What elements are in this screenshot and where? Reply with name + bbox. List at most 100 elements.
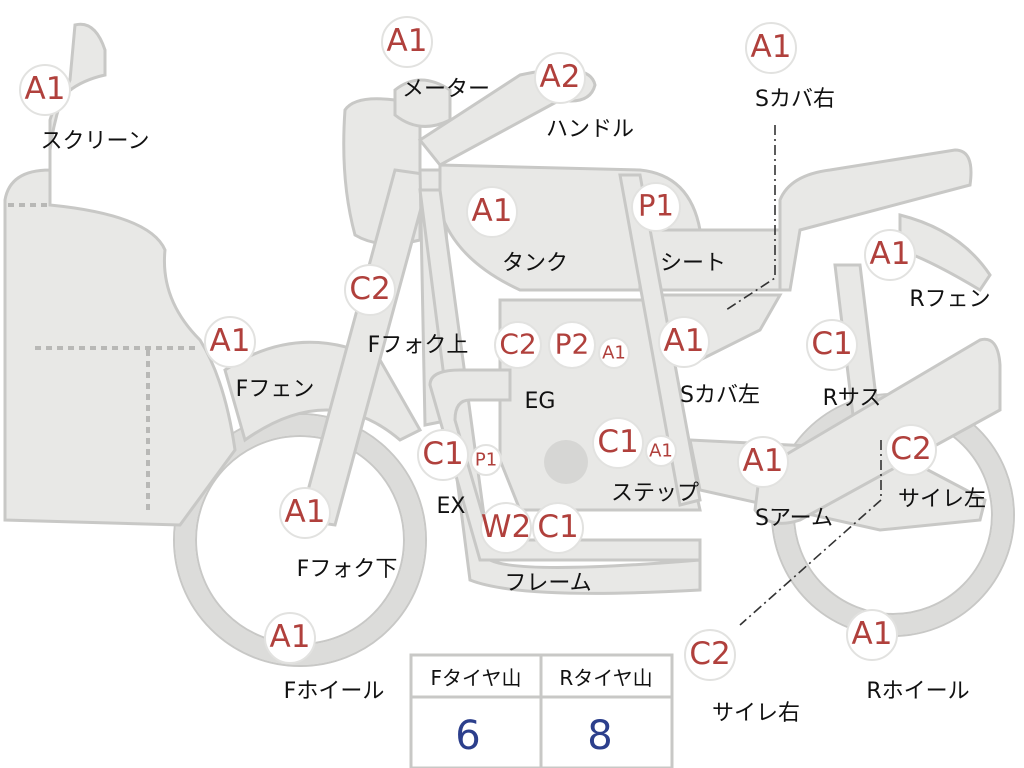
grade-text: C1 [597,424,638,460]
grade-text: C2 [349,271,390,307]
grade-text: A1 [270,619,311,655]
grade-badge-s-cover-left: A1 [658,316,710,368]
badge-circle [534,52,586,104]
leader-lines [725,125,882,626]
grade-badge-seat: P1 [631,182,681,232]
grade-badge-engine-p: P2 [548,321,596,369]
badge-circle [381,16,433,68]
grade-badge-frame: C1 [532,502,584,554]
grade-badge-r-suspension: C1 [806,319,858,371]
rear-tire-header: Rタイヤ山 [559,666,652,690]
badge-circle [264,612,316,664]
grade-text: C2 [890,431,931,467]
badge-circle [737,436,789,488]
grade-text: A1 [852,616,893,652]
part-label-tank: タンク [502,251,568,276]
grade-badge-exhaust: C1 [417,429,469,481]
part-label-f-fork-lower: Fフォク下 [297,557,398,582]
grade-badge-r-wheel: A1 [846,609,898,661]
front-fork-shape [298,168,432,527]
grade-text: A1 [25,71,66,107]
rear-fender-shape [898,213,992,293]
grade-badge-f-fork-upper: C2 [344,264,396,316]
part-label-step: ステップ [611,481,699,506]
badge-circle [417,429,469,481]
part-label-r-wheel: Rホイール [866,679,969,704]
part-label-r-suspension: Rサス [823,386,882,411]
badge-circle [480,502,532,554]
badge-circle [548,321,596,369]
grade-badge-s-cover-right: A1 [745,22,797,74]
part-label-exhaust: EX [437,494,466,519]
grade-text: A1 [664,323,705,359]
badge-circle [19,64,71,116]
badge-circle [806,319,858,371]
grade-text: C2 [689,636,730,672]
grade-text: C1 [811,326,852,362]
badge-circle [598,337,630,369]
grade-text: A1 [472,193,513,229]
grade-text: A1 [602,342,626,363]
badge-circle [279,487,331,539]
rear-cowl-shape [778,148,973,292]
screen-shape [3,22,237,527]
silencer-shape [753,337,1002,525]
part-label-silencer-right: サイレ右 [712,701,800,726]
badge-circle [466,186,518,238]
part-label-silencer-left: サイレ左 [898,487,986,512]
badge-circle [684,629,736,681]
part-label-s-arm: Sアーム [755,506,833,531]
part-label-s-cover-right: Sカバ右 [755,87,835,112]
grade-badge-tank: A1 [466,186,518,238]
part-label-seat: シート [660,251,726,276]
grade-text: A1 [649,440,673,461]
badge-circle [532,502,584,554]
grade-badge-exhaust-p: P1 [470,444,502,476]
grade-badge-meter: A1 [381,16,433,68]
grade-text: W2 [481,509,531,545]
badge-circle [631,182,681,232]
grade-text: A2 [540,59,581,95]
grade-badge-f-fender: A1 [204,316,256,368]
grade-badge-engine-c: C2 [494,321,542,369]
badge-circle [864,229,916,281]
part-label-frame: フレーム [504,571,591,596]
badge-circle [645,435,677,467]
part-label-s-cover-left: Sカバ左 [680,383,760,408]
part-label-f-fork-upper: Fフォク上 [368,333,469,358]
badge-circle [494,321,542,369]
grade-text: C2 [499,327,536,360]
badge-circle [846,609,898,661]
grade-text: A1 [870,236,911,272]
part-label-f-fender: Fフェン [236,377,315,402]
front-tire-value: 6 [455,713,480,759]
grade-badge-frame-w: W2 [480,502,532,554]
grade-badge-engine-a: A1 [598,337,630,369]
part-label-r-fender: Rフェン [909,287,990,312]
badge-circle [658,316,710,368]
grade-badge-silencer-right: C2 [684,629,736,681]
badge-circle [592,417,644,469]
grade-text: P1 [475,449,497,470]
tire-table: Fタイヤ山 Rタイヤ山 6 8 [409,653,674,768]
grade-badge-f-fork-lower: A1 [279,487,331,539]
grade-text: A1 [210,323,251,359]
badge-circle [885,424,937,476]
badge-circle [204,316,256,368]
grade-text: C1 [422,436,463,472]
grade-text: P2 [555,327,590,360]
grade-text: A1 [751,29,792,65]
grade-badge-s-arm: A1 [737,436,789,488]
rear-tire-value: 8 [587,713,612,759]
grade-text: A1 [743,443,784,479]
grade-text: C1 [537,509,578,545]
part-label-meter: メーター [402,77,490,102]
grade-text: A1 [387,23,428,59]
part-label-screen: スクリーン [41,129,150,154]
badge-circle [344,264,396,316]
part-label-f-wheel: Fホイール [284,679,385,704]
front-tire-header: Fタイヤ山 [431,666,522,690]
